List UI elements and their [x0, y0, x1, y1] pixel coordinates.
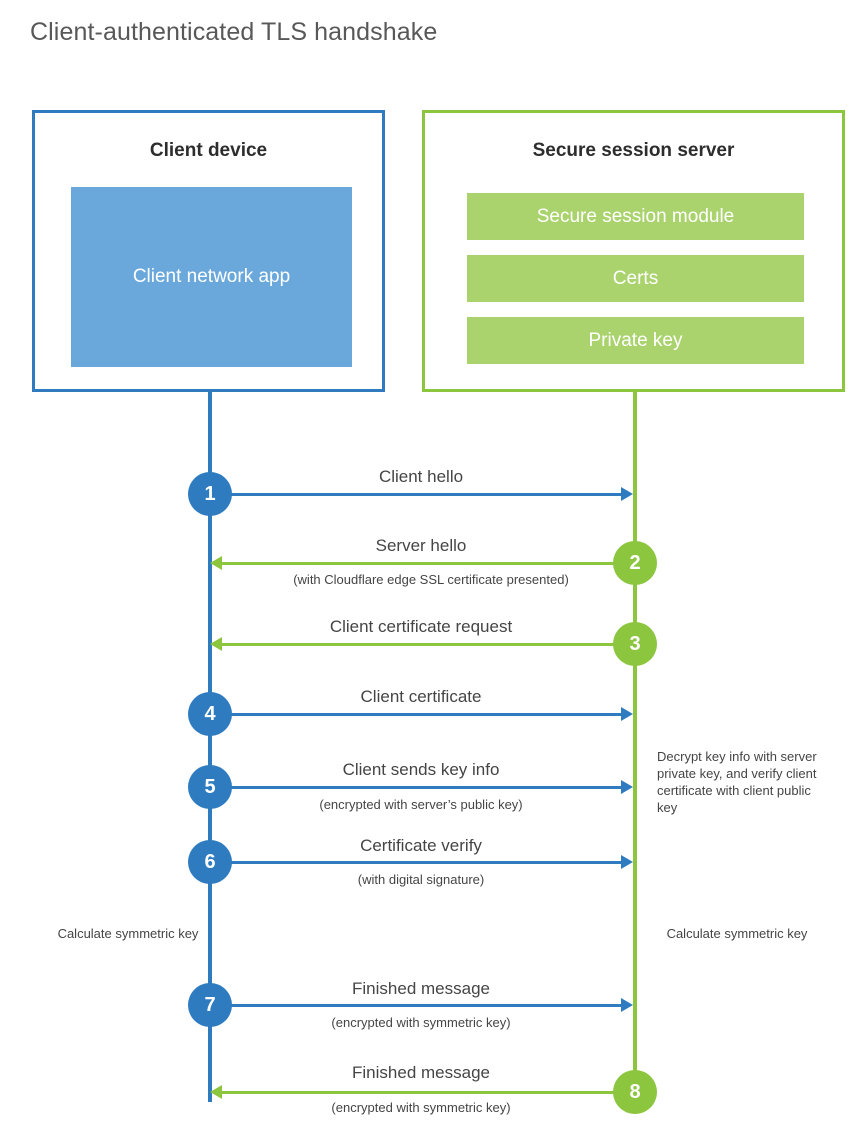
- arrow-head-1: [621, 487, 633, 501]
- message-line-3: [222, 643, 633, 646]
- message-sublabel-7: (encrypted with symmetric key): [331, 1015, 511, 1030]
- message-line-6: [210, 861, 622, 864]
- annotation-server-calculate-symmetric-key: Calculate symmetric key: [666, 926, 808, 941]
- secure-session-server-title: Secure session server: [532, 140, 735, 161]
- arrow-head-4: [621, 707, 633, 721]
- server-component-certs: Certs: [467, 255, 804, 302]
- message-sublabel-8: (encrypted with symmetric key): [331, 1100, 511, 1115]
- arrow-head-7: [621, 998, 633, 1012]
- arrow-head-2: [210, 556, 222, 570]
- message-line-5: [210, 786, 622, 789]
- server-component-private-key: Private key: [467, 317, 804, 364]
- message-line-2: [222, 562, 633, 565]
- message-label-1: Client hello: [378, 467, 464, 486]
- message-line-1: [210, 493, 622, 496]
- client-lifeline: [208, 392, 212, 1102]
- message-label-7: Finished message: [352, 979, 490, 998]
- arrow-head-3: [210, 637, 222, 651]
- message-label-4: Client certificate: [360, 687, 482, 706]
- step-circle-5[interactable]: 5: [188, 765, 232, 809]
- step-circle-3[interactable]: 3: [613, 622, 657, 666]
- message-label-3: Client certificate request: [329, 617, 513, 636]
- step-circle-2[interactable]: 2: [613, 541, 657, 585]
- arrow-head-8: [210, 1085, 222, 1099]
- step-circle-1[interactable]: 1: [188, 472, 232, 516]
- secure-session-server-box: Secure session server Secure session mod…: [422, 110, 845, 392]
- client-device-box: Client device Client network app: [32, 110, 385, 392]
- message-label-6: Certificate verify: [360, 836, 482, 855]
- step-circle-7[interactable]: 7: [188, 983, 232, 1027]
- page-title: Client-authenticated TLS handshake: [30, 18, 438, 46]
- message-sublabel-2: (with Cloudflare edge SSL certificate pr…: [293, 572, 569, 587]
- message-label-8: Finished message: [352, 1063, 490, 1082]
- server-lifeline: [633, 392, 637, 1102]
- arrow-head-5: [621, 780, 633, 794]
- step-circle-8[interactable]: 8: [613, 1070, 657, 1114]
- arrow-head-6: [621, 855, 633, 869]
- message-line-7: [210, 1004, 622, 1007]
- annotation-server-decrypt: Decrypt key info with server private key…: [657, 749, 817, 815]
- step-circle-4[interactable]: 4: [188, 692, 232, 736]
- client-network-app-block: Client network app: [71, 187, 352, 367]
- server-component-secure-session-module: Secure session module: [467, 193, 804, 240]
- step-circle-6[interactable]: 6: [188, 840, 232, 884]
- client-device-title: Client device: [149, 140, 268, 161]
- annotation-client-calculate-symmetric-key: Calculate symmetric key: [57, 926, 199, 941]
- message-sublabel-6: (with digital signature): [357, 872, 485, 887]
- message-label-2: Server hello: [375, 536, 467, 555]
- message-line-8: [222, 1091, 633, 1094]
- message-line-4: [210, 713, 622, 716]
- message-sublabel-5: (encrypted with server’s public key): [319, 797, 523, 812]
- message-label-5: Client sends key info: [342, 760, 500, 779]
